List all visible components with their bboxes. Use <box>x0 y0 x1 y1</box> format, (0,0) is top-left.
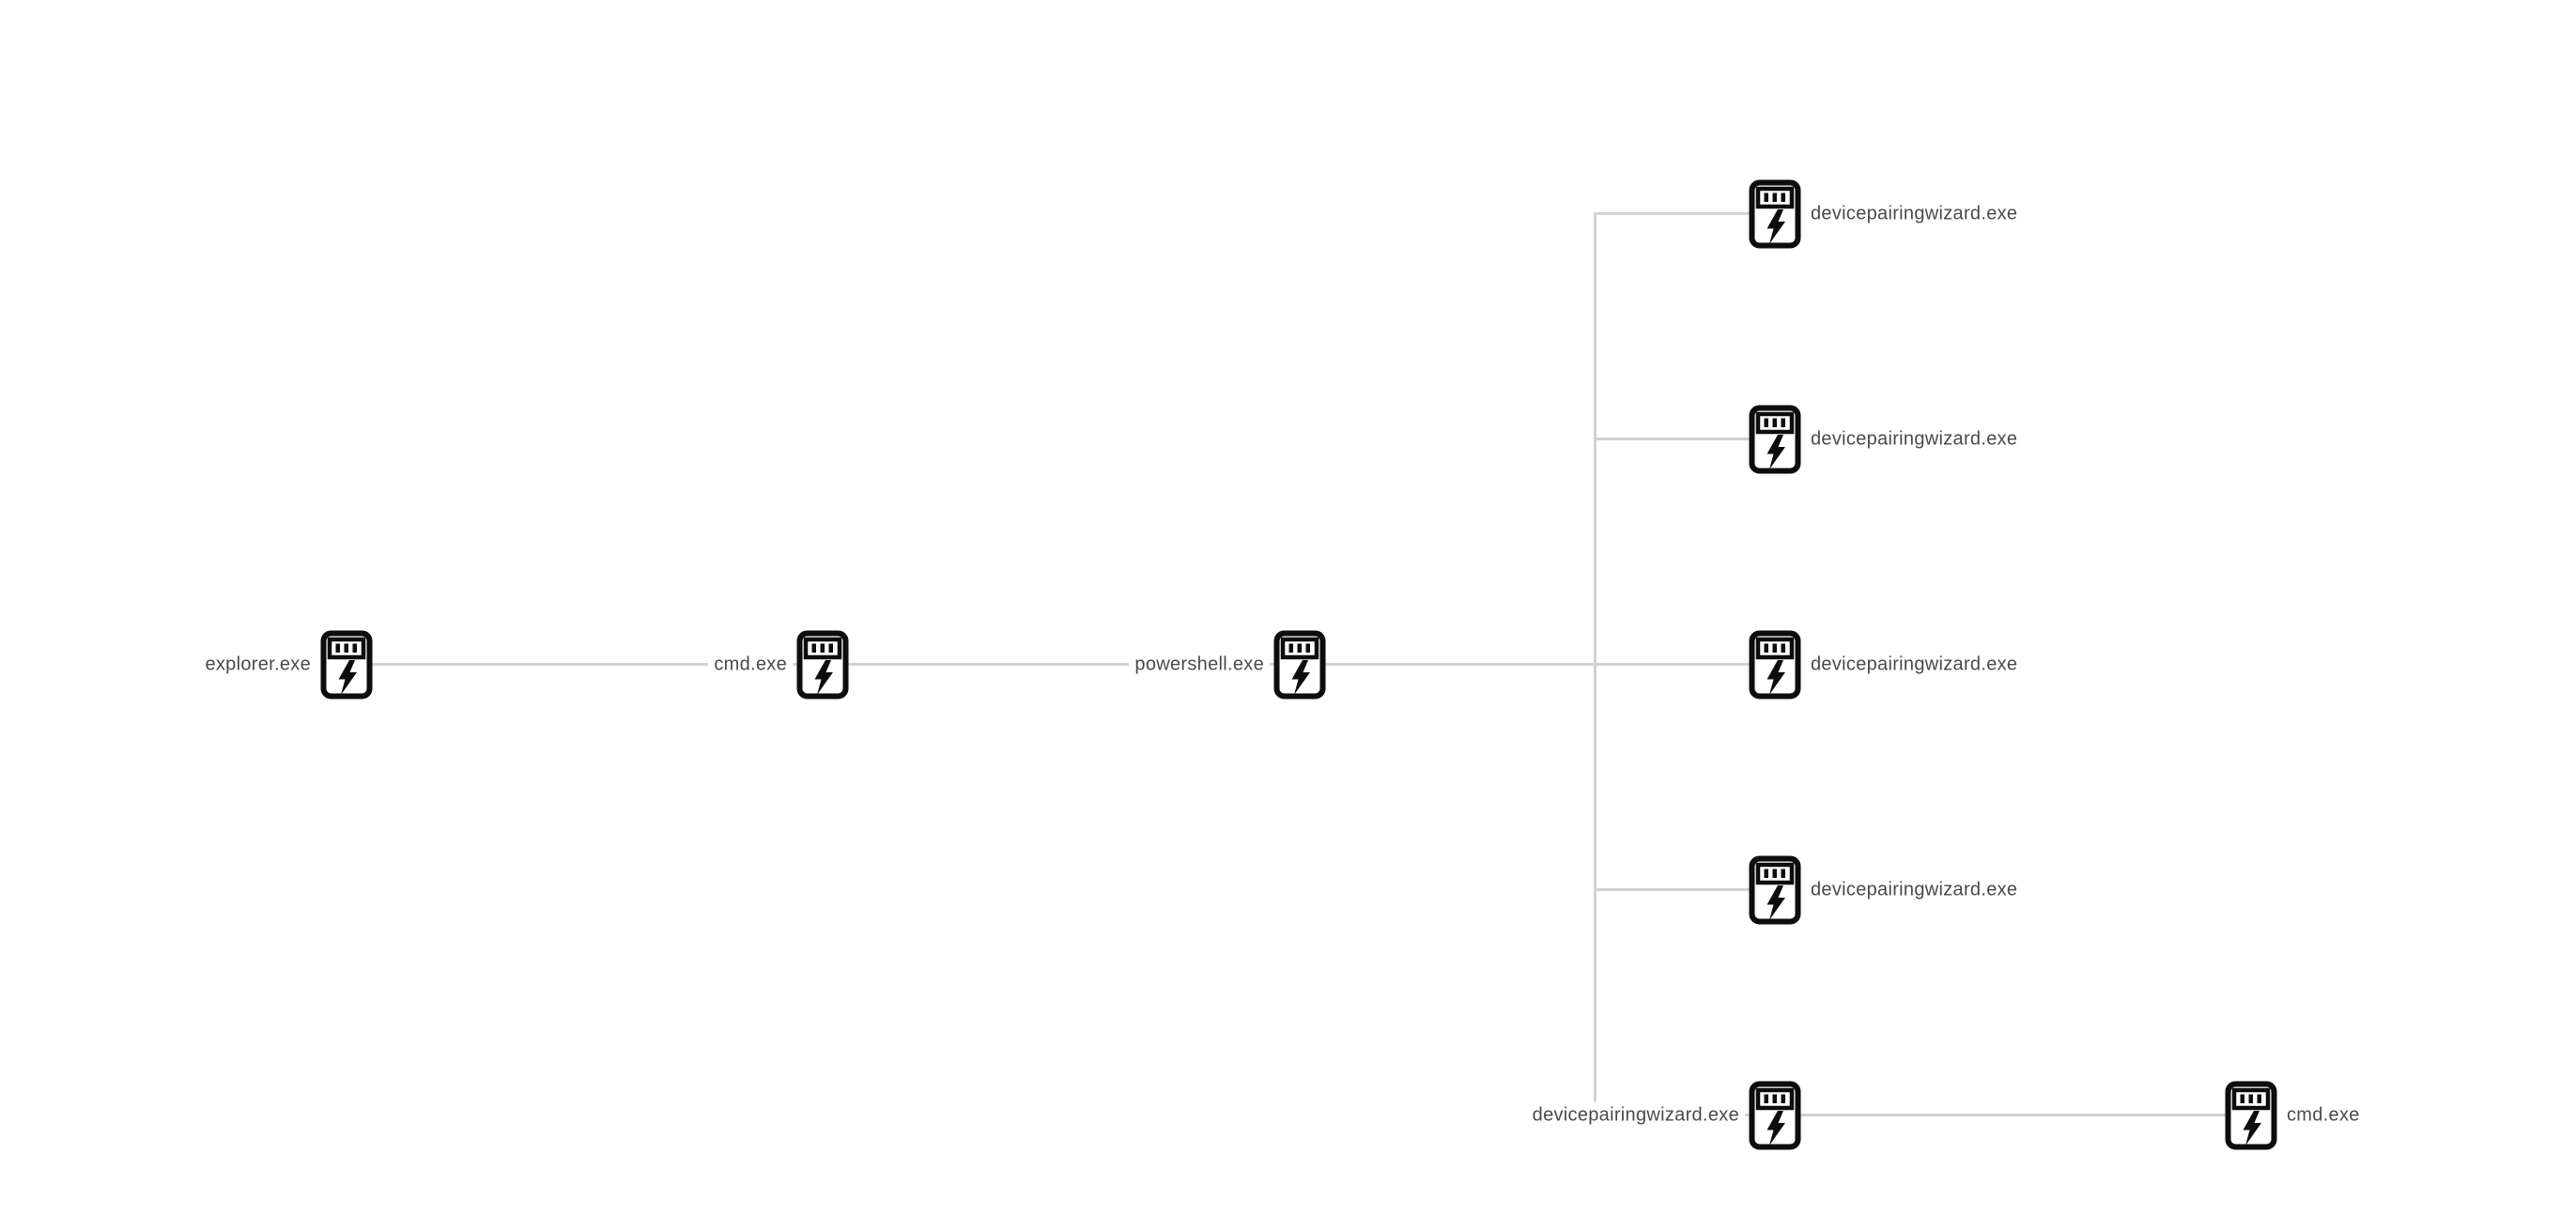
process-node-devicepairingwizard-3[interactable]: devicepairingwizard.exe <box>1749 630 2024 700</box>
process-label: devicepairingwizard.exe <box>1805 651 2024 679</box>
edge-branch-devicepairingwizard-1 <box>1594 212 1775 215</box>
process-node-cmd-1[interactable]: cmd.exe <box>708 630 849 700</box>
process-icon <box>1749 405 1801 474</box>
edge-branch-devicepairingwizard-4 <box>1594 888 1775 891</box>
edge-trunk-powershell-children <box>1594 212 1597 1116</box>
process-node-devicepairingwizard-5[interactable]: devicepairingwizard.exe <box>1526 1081 1801 1150</box>
process-icon <box>2225 1081 2277 1150</box>
process-node-devicepairingwizard-2[interactable]: devicepairingwizard.exe <box>1749 405 2024 474</box>
process-label: devicepairingwizard.exe <box>1805 425 2024 454</box>
process-node-devicepairingwizard-4[interactable]: devicepairingwizard.exe <box>1749 855 2024 925</box>
process-node-powershell[interactable]: powershell.exe <box>1129 630 1326 700</box>
process-label: devicepairingwizard.exe <box>1805 876 2024 904</box>
process-icon <box>1749 1081 1801 1150</box>
process-node-cmd-2[interactable]: cmd.exe <box>2225 1081 2366 1150</box>
edge-branch-devicepairingwizard-2 <box>1594 438 1775 440</box>
process-label: explorer.exe <box>199 651 316 679</box>
process-icon <box>1749 630 1801 700</box>
process-icon <box>320 630 373 700</box>
process-label: cmd.exe <box>708 651 793 679</box>
process-icon <box>1749 179 1801 249</box>
process-node-explorer[interactable]: explorer.exe <box>199 630 373 700</box>
edge-branch-devicepairingwizard-5-cmd-2 <box>1594 1114 2251 1116</box>
process-icon <box>796 630 849 700</box>
process-icon <box>1273 630 1326 700</box>
edge-explorer-to-devicepairingwizard-3 <box>347 663 1775 666</box>
process-node-devicepairingwizard-1[interactable]: devicepairingwizard.exe <box>1749 179 2024 249</box>
process-label: devicepairingwizard.exe <box>1805 200 2024 228</box>
process-label: cmd.exe <box>2281 1101 2366 1130</box>
process-label: devicepairingwizard.exe <box>1526 1101 1745 1130</box>
process-label: powershell.exe <box>1129 651 1270 679</box>
process-icon <box>1749 855 1801 925</box>
